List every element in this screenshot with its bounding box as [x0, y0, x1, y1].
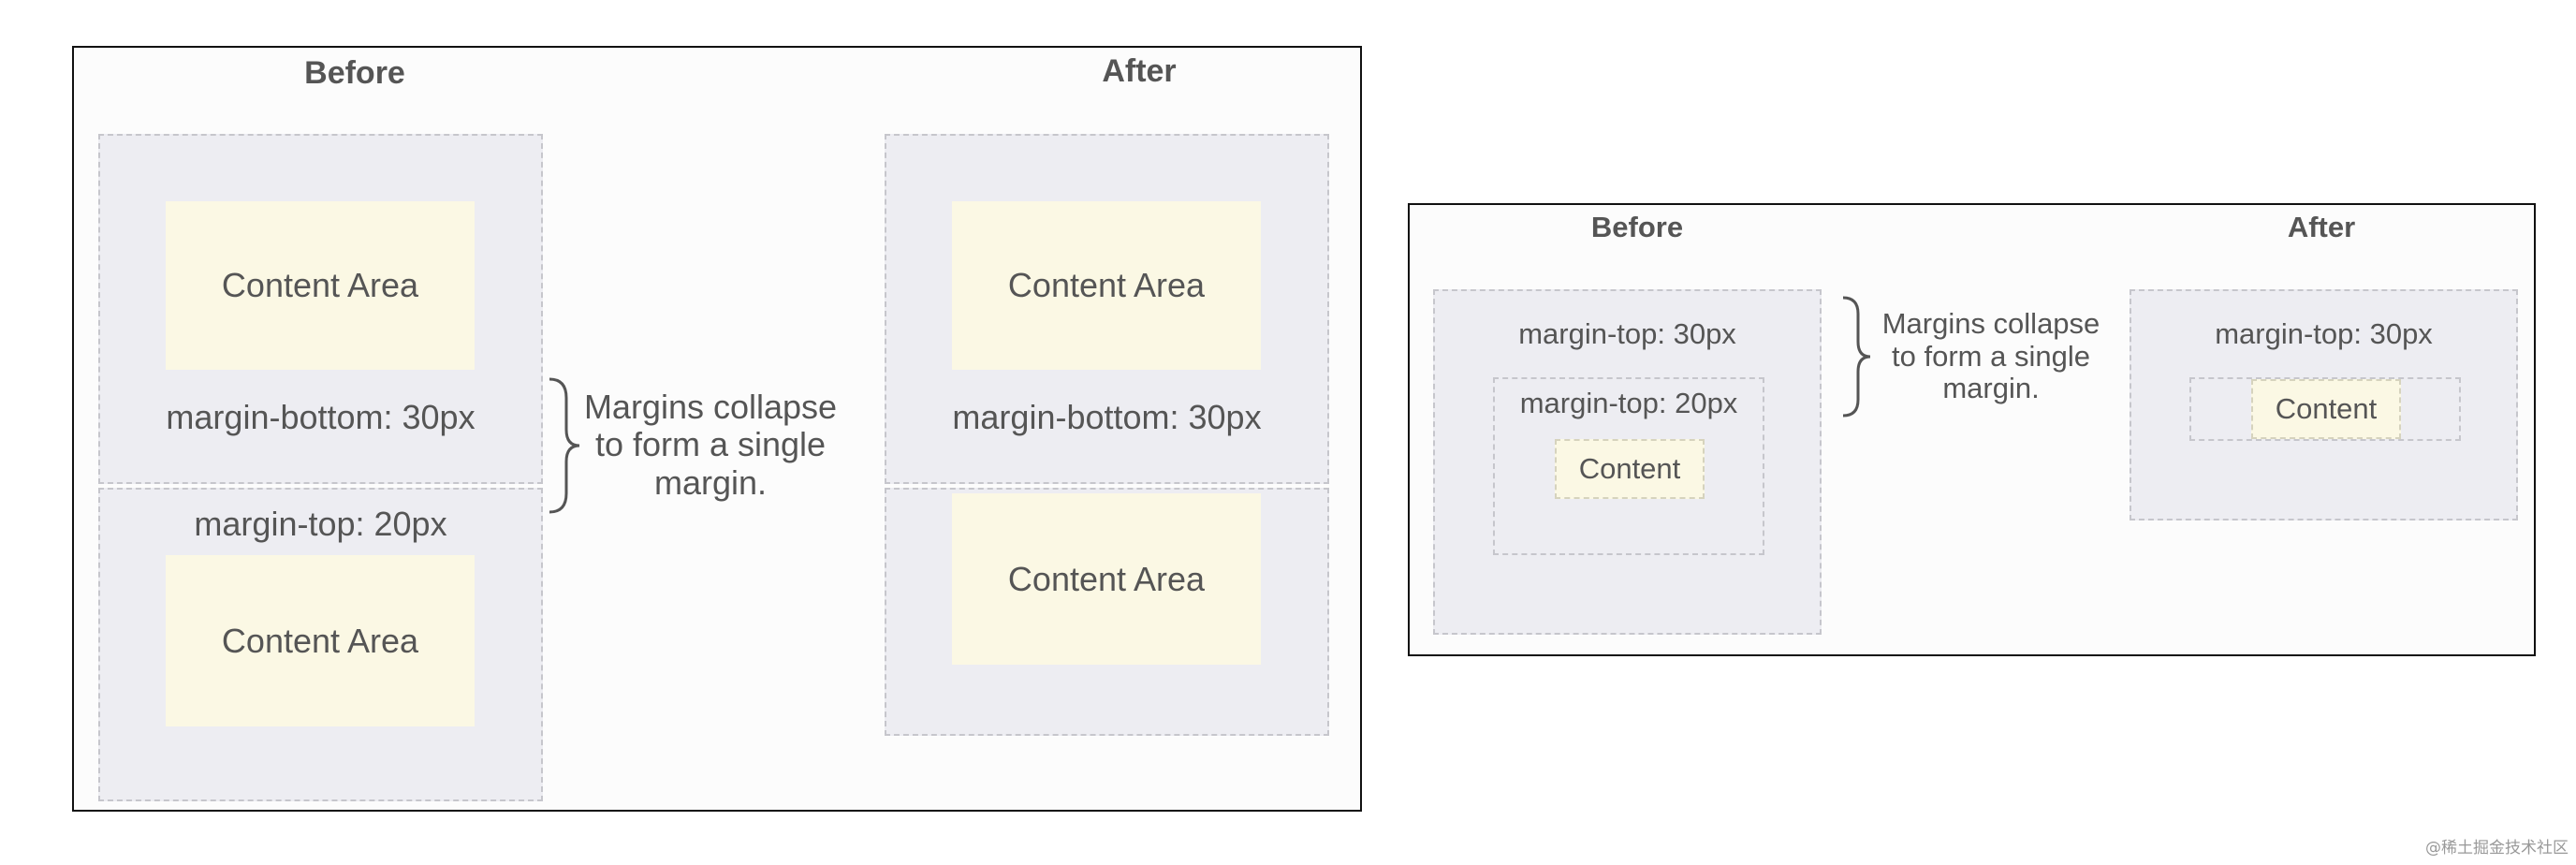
- watermark: @稀土掘金技术社区: [2425, 839, 2569, 858]
- note-line: to form a single: [1892, 339, 2090, 373]
- content-area-label: Content Area: [1007, 266, 1206, 304]
- after-margin-bottom-label: margin-bottom: 30px: [952, 398, 1262, 436]
- left-collapse-note: Margins collapse to form a single margin…: [570, 388, 851, 502]
- left-before-heading: Before: [304, 55, 405, 91]
- content-area-label: Content Area: [221, 621, 419, 660]
- content-label: Content: [2275, 392, 2378, 425]
- after-upper-block: Content Area margin-bottom: 30px: [885, 134, 1329, 484]
- note-line: margin.: [1942, 372, 2040, 405]
- left-diagram-panel: Before After Content Area margin-bottom:…: [72, 46, 1362, 812]
- margin-bottom-label: margin-bottom: 30px: [166, 398, 476, 436]
- right-diagram-panel: Before After margin-top: 30px margin-top…: [1408, 203, 2536, 656]
- inner-margin-top-label: margin-top: 20px: [1519, 387, 1738, 419]
- note-line: to form a single: [594, 425, 827, 464]
- note-line: margin.: [653, 462, 768, 502]
- right-before-content-box: Content: [1555, 439, 1705, 499]
- right-before-outer-block: margin-top: 30px margin-top: 20px Conten…: [1433, 289, 1822, 635]
- collapse-brace-icon: [1842, 296, 1871, 418]
- collapse-brace-icon: [549, 377, 580, 514]
- after-margin-top-label: margin-top: 30px: [2215, 317, 2433, 350]
- note-line: Margins collapse: [583, 388, 838, 426]
- right-collapse-note: Margins collapse to form a single margin…: [1855, 307, 2127, 405]
- left-after-heading: After: [1102, 53, 1177, 89]
- content-area-label: Content Area: [221, 266, 419, 304]
- before-upper-block: Content Area margin-bottom: 30px: [98, 134, 543, 484]
- right-after-heading: After: [2287, 211, 2356, 243]
- before-lower-content-area: Content Area: [166, 555, 475, 726]
- right-before-heading: Before: [1590, 211, 1684, 243]
- note-line: Margins collapse: [1881, 307, 2100, 340]
- right-before-inner-block: margin-top: 20px Content: [1493, 377, 1764, 555]
- after-lower-content-area: Content Area: [952, 493, 1261, 665]
- right-after-inner-block: Content: [2189, 377, 2461, 441]
- before-upper-content-area: Content Area: [166, 201, 475, 370]
- content-label: Content: [1578, 452, 1681, 485]
- margin-top-label: margin-top: 20px: [194, 505, 447, 543]
- after-upper-content-area: Content Area: [952, 201, 1261, 370]
- right-after-content-box: Content: [2251, 379, 2401, 439]
- right-after-outer-block: margin-top: 30px Content: [2130, 289, 2518, 520]
- content-area-label: Content Area: [1007, 559, 1206, 598]
- after-lower-block: Content Area: [885, 488, 1329, 736]
- before-lower-block: margin-top: 20px Content Area: [98, 488, 543, 801]
- outer-margin-top-label: margin-top: 30px: [1518, 317, 1736, 350]
